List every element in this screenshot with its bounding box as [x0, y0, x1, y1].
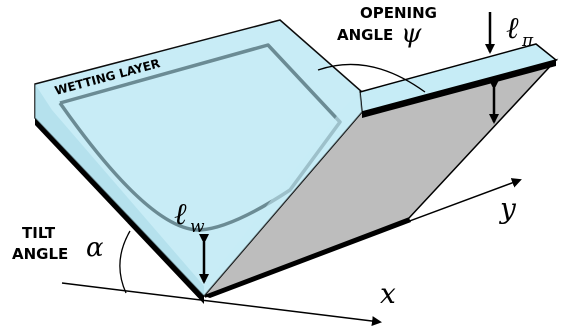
l-w-subscript: w — [190, 217, 205, 237]
right-wall-top-edge — [362, 60, 556, 118]
opening-label-line2: ANGLE — [337, 26, 393, 44]
tilt-label-line1: TILT — [22, 224, 56, 242]
tilt-label-line2: ANGLE — [12, 245, 68, 263]
left-film-front — [35, 84, 204, 296]
axis-x-label: x — [380, 277, 396, 310]
l-w-symbol: ℓ — [174, 197, 187, 232]
opening-angle-symbol: ψ — [401, 19, 422, 49]
l-pi-symbol: ℓ — [506, 11, 519, 46]
opening-angle-arc — [317, 63, 426, 93]
left-wall-edge — [35, 118, 204, 304]
right-film-side — [204, 92, 362, 296]
x-axis — [61, 282, 382, 326]
tilt-angle-arc — [119, 230, 131, 294]
axis-y-label: y — [498, 192, 517, 225]
tilt-angle-symbol: α — [86, 233, 104, 263]
l-pi-subscript: π — [521, 31, 534, 51]
right-film — [359, 43, 558, 113]
right-wall-edge — [204, 218, 411, 298]
opening-label-line1: OPENING — [360, 4, 437, 22]
